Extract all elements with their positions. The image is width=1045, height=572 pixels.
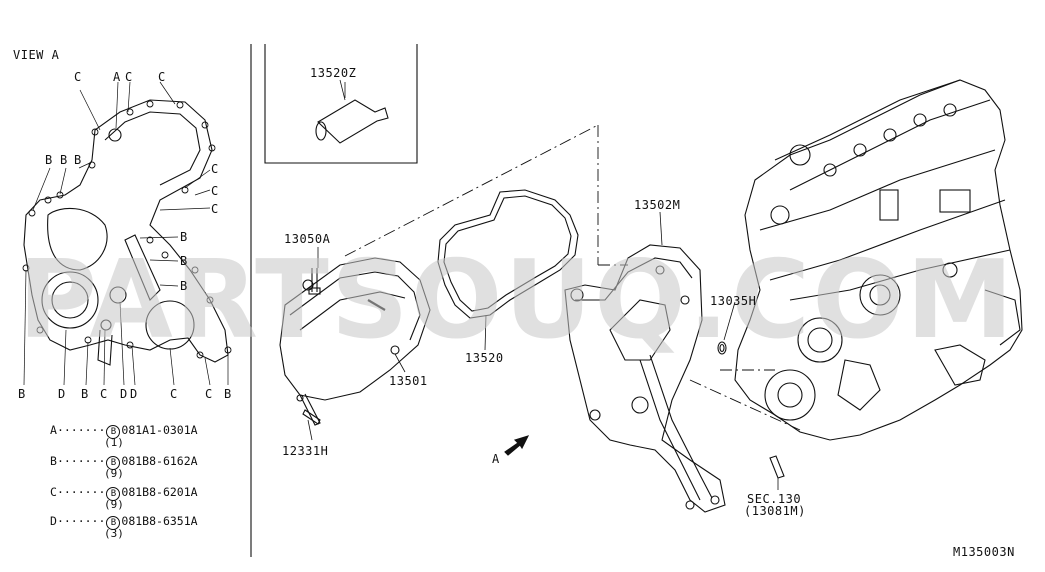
o-ring-13035h-drawing <box>717 341 727 355</box>
view-a-cover-drawing <box>22 81 232 386</box>
view-a-callout: C <box>125 70 133 84</box>
pin-12331h-drawing <box>302 409 321 425</box>
view-a-callout: B <box>45 153 53 167</box>
diagram-id: M135003N <box>953 545 1015 559</box>
legend-qty: (9) <box>104 467 124 480</box>
bolt-symbol-icon: B <box>106 425 121 439</box>
part-callout-13501[interactable]: 13501 <box>389 374 428 388</box>
stud-13050a-drawing <box>308 268 321 295</box>
part-callout-13502m[interactable]: 13502M <box>634 198 681 212</box>
view-a-bottom-callout: D <box>120 387 128 401</box>
part-callout-12331h[interactable]: 12331H <box>282 444 329 458</box>
view-a-callout: C <box>74 70 82 84</box>
legend-part-number[interactable]: 081B8-6162A <box>121 454 198 468</box>
part-callout-sec130[interactable]: SEC.130 <box>747 492 802 506</box>
sealant-tube-box <box>264 44 418 164</box>
view-a-bottom-callout: C <box>100 387 108 401</box>
view-a-callout: B <box>74 153 82 167</box>
cover-gasket-drawing <box>437 189 579 319</box>
part-callout-13520z[interactable]: 13520Z <box>310 66 357 80</box>
view-a-bottom-callout: B <box>18 387 26 401</box>
part-callout-13520[interactable]: 13520 <box>465 351 504 365</box>
watermark: PARTSOUQ.COM <box>18 238 1016 363</box>
legend-part-number[interactable]: 081B8-6201A <box>121 485 198 499</box>
view-a-callout: C <box>211 162 219 176</box>
view-a-callout: C <box>158 70 166 84</box>
view-a-callout: B <box>180 254 188 268</box>
legend-qty: (3) <box>104 527 124 540</box>
view-a-callout: B <box>180 279 188 293</box>
part-callout-13035h[interactable]: 13035H <box>710 294 757 308</box>
bolt-symbol-icon: B <box>106 516 121 530</box>
view-a-bottom-callout: D <box>58 387 66 401</box>
view-a-bottom-callout: C <box>170 387 178 401</box>
bolt-symbol-icon: B <box>106 456 121 470</box>
legend-part-number[interactable]: 081B8-6351A <box>121 514 198 528</box>
part-callout-13050a[interactable]: 13050A <box>284 232 331 246</box>
view-a-bottom-callout: D <box>130 387 138 401</box>
view-a-bottom-callout: C <box>205 387 213 401</box>
view-a-arrow-label: A <box>492 452 500 466</box>
view-a-arrow <box>504 435 530 456</box>
view-a-title: VIEW A <box>13 48 60 62</box>
assembly-centerlines <box>344 124 801 431</box>
part-callout-13081m[interactable]: (13081M) <box>744 504 806 518</box>
upper-timing-cover-drawing <box>279 257 431 426</box>
part-leader-lines <box>307 82 779 490</box>
view-a-callout: A <box>113 70 121 84</box>
view-a-bottom-callout: B <box>224 387 232 401</box>
view-a-callout: B <box>180 230 188 244</box>
bolt-symbol-icon: B <box>106 487 121 501</box>
view-a-callout: C <box>211 184 219 198</box>
view-a-callout: C <box>211 202 219 216</box>
legend-qty: (9) <box>104 498 124 511</box>
legend-qty: (1) <box>104 436 124 449</box>
legend-part-number[interactable]: 081A1-0301A <box>121 423 198 437</box>
view-a-callout: B <box>60 153 68 167</box>
lower-timing-cover-drawing <box>564 244 726 513</box>
engine-block-drawing <box>734 79 1023 441</box>
view-a-bottom-callout: B <box>81 387 89 401</box>
dowel-sec130-drawing <box>769 455 785 479</box>
